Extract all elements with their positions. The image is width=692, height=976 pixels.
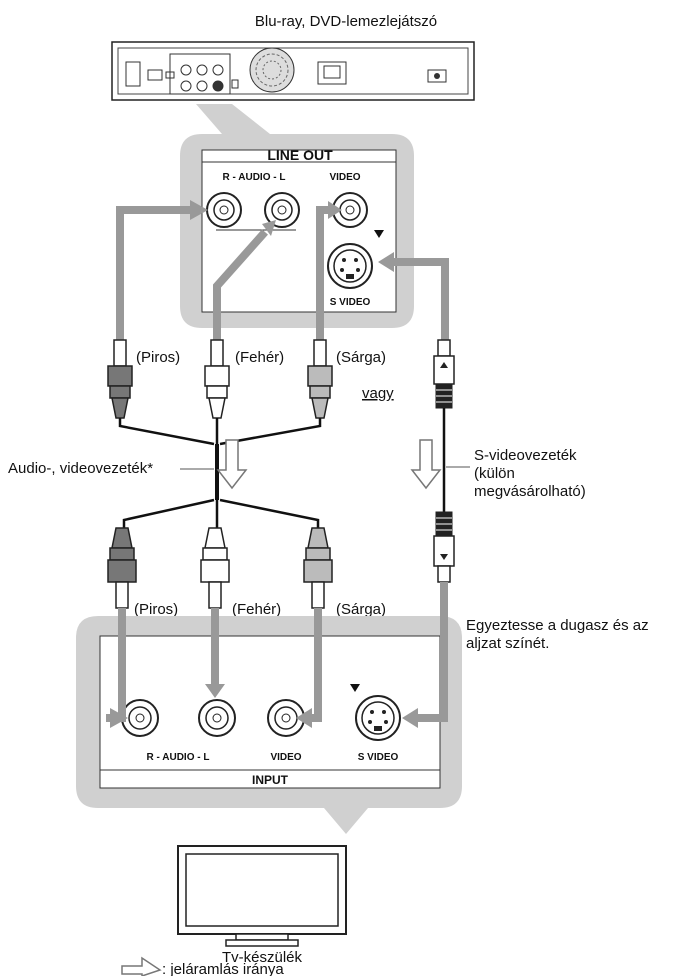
- line-out-video-jack: [332, 192, 368, 228]
- line-out-title: LINE OUT: [267, 147, 333, 163]
- av-cable: [118, 418, 322, 528]
- line-out-audio-l-jack: [264, 192, 300, 228]
- label-bottom-white: (Fehér): [232, 601, 281, 618]
- label-bottom-yellow: (Sárga): [336, 601, 386, 618]
- color-match-note-2: aljzat színét.: [466, 635, 549, 652]
- player-title: Blu-ray, DVD-lemezlejátszó: [255, 13, 437, 30]
- plug-top-white: [204, 339, 230, 419]
- power-inlet: [427, 69, 447, 83]
- line-out-svideo-label: S VIDEO: [330, 297, 371, 308]
- label-top-white: (Fehér): [235, 349, 284, 366]
- plug-bottom-white: [200, 527, 230, 609]
- input-video-label: VIDEO: [270, 752, 301, 763]
- bluray-player: [111, 41, 475, 101]
- svideo-cable: [433, 339, 455, 583]
- input-audio-l-jack: [198, 699, 236, 737]
- line-out-audio-r-jack: [206, 192, 242, 228]
- tv-label: Tv-készülék: [222, 949, 303, 966]
- input-title: INPUT: [252, 773, 289, 787]
- svideo-cable-label-1: S-videovezeték: [474, 447, 577, 464]
- input-svideo-label: S VIDEO: [358, 752, 399, 763]
- input-callout: INPUT R - AUDIO - L VIDEO S VIDEO: [76, 616, 462, 834]
- flow-arrow-av: [216, 439, 248, 490]
- av-cable-label: Audio-, videovezeték*: [8, 460, 153, 477]
- line-out-svideo-jack: [327, 243, 373, 289]
- or-label: vagy: [362, 385, 394, 402]
- legend-arrow-icon: [121, 956, 162, 976]
- svideo-cable-label-3: megvásárolható): [474, 483, 586, 500]
- legend-label: : jeláramlás iránya: [162, 961, 284, 976]
- label-top-red: (Piros): [136, 349, 180, 366]
- plug-bottom-red: [107, 527, 137, 609]
- cooling-fan: [249, 47, 295, 93]
- plug-top-red: [107, 339, 133, 419]
- plug-top-yellow: [307, 339, 333, 419]
- svideo-cable-label-2: (külön: [474, 465, 515, 482]
- line-out-audio-label: R - AUDIO - L: [223, 172, 286, 183]
- input-video-jack: [267, 699, 305, 737]
- input-svideo-jack: [355, 695, 401, 741]
- label-bottom-red: (Piros): [134, 601, 178, 618]
- label-top-yellow: (Sárga): [336, 349, 386, 366]
- flow-arrow-svideo: [410, 439, 442, 490]
- line-out-callout: LINE OUT R - AUDIO - L VIDEO S VIDEO: [180, 104, 414, 328]
- input-audio-label: R - AUDIO - L: [147, 752, 210, 763]
- lan-port: [147, 69, 163, 81]
- tv-set: [177, 845, 347, 947]
- plug-bottom-yellow: [303, 527, 333, 609]
- color-match-note-1: Egyeztesse a dugasz és az: [466, 617, 649, 634]
- line-out-video-label: VIDEO: [329, 172, 360, 183]
